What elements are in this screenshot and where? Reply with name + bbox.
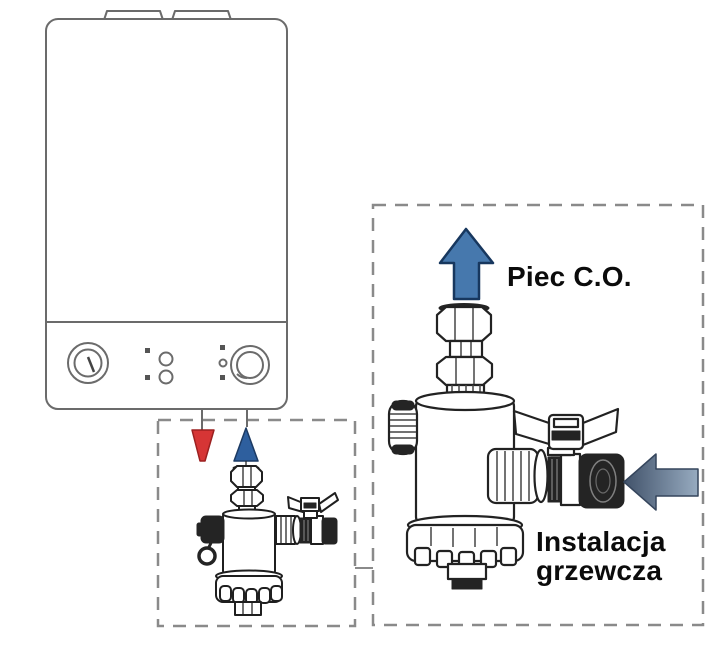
collar-tooth bbox=[232, 587, 245, 604]
blue-up-arrow-large-icon bbox=[438, 227, 495, 301]
label-instalacja-line2: grzewcza bbox=[536, 555, 663, 586]
valve-thread-band bbox=[299, 517, 312, 544]
panel-button bbox=[158, 369, 174, 385]
knob-inner bbox=[236, 351, 264, 379]
end-cap-face-inner bbox=[595, 468, 611, 494]
collar-tooth bbox=[219, 585, 232, 602]
valve-handle-hub-band bbox=[303, 502, 317, 509]
union-nut-top bbox=[435, 305, 493, 343]
label-instalacja-grzewcza: Instalacja grzewcza bbox=[536, 527, 666, 585]
collar-tooth bbox=[499, 546, 518, 567]
valve-handle-left-wing bbox=[512, 409, 551, 446]
nut-neck bbox=[448, 339, 484, 359]
valve-handle-right-wing bbox=[318, 492, 339, 513]
collar-tooth bbox=[258, 587, 271, 604]
hub-top-plate bbox=[552, 417, 580, 429]
magnetic-filter-large bbox=[387, 303, 625, 590]
gauge-outer-ring bbox=[67, 342, 109, 384]
large-detail-dashed-box bbox=[371, 203, 705, 627]
bottom-stub bbox=[446, 562, 488, 581]
drain-valve-nub bbox=[196, 522, 203, 537]
union-nut-top bbox=[230, 465, 263, 488]
boiler bbox=[45, 10, 288, 430]
side-ball-valve bbox=[486, 407, 625, 509]
end-cap-face bbox=[589, 459, 617, 503]
valve-end-cap bbox=[578, 453, 625, 509]
red-flow-down-arrow-icon bbox=[191, 429, 215, 462]
steel-left-arrow-icon bbox=[623, 453, 699, 511]
bottom-plug-nut bbox=[234, 601, 262, 616]
ball-valve-body bbox=[559, 452, 582, 507]
knob-bottom-cap bbox=[391, 444, 415, 455]
filter-body bbox=[222, 512, 276, 575]
panel-indicator-cluster bbox=[145, 348, 174, 385]
collar-tooth bbox=[270, 585, 283, 602]
filter-body-top bbox=[222, 508, 276, 520]
label-instalacja-line1: Instalacja bbox=[536, 526, 666, 557]
indicator-dot bbox=[145, 375, 150, 380]
valve-handle-right-wing bbox=[581, 407, 620, 447]
knob-outer bbox=[230, 345, 270, 385]
label-piec-co: Piec C.O. bbox=[507, 261, 632, 292]
panel-button bbox=[158, 351, 174, 367]
knob-mark bbox=[220, 345, 225, 350]
boiler-body bbox=[45, 18, 288, 410]
union-nut-lower bbox=[435, 355, 494, 387]
indicator-dot bbox=[145, 348, 150, 353]
bottom-stub-thread bbox=[451, 578, 483, 590]
knob-top-cap bbox=[391, 400, 415, 411]
filter-body-top bbox=[414, 390, 516, 412]
knob-mark bbox=[220, 375, 225, 380]
pressure-gauge-icon bbox=[67, 342, 109, 384]
drain-valve-cap bbox=[200, 515, 225, 544]
knob-notch bbox=[236, 373, 248, 380]
small-detail-dashed-box bbox=[156, 418, 357, 628]
drain-hook-loop bbox=[197, 546, 217, 566]
gauge-needle bbox=[86, 356, 96, 373]
control-knob bbox=[218, 345, 270, 385]
collar-tooth bbox=[413, 546, 432, 567]
magnetic-filter-small bbox=[196, 461, 339, 616]
union-washer bbox=[533, 448, 549, 504]
air-vent-knob bbox=[387, 399, 419, 456]
union-nut-lower bbox=[230, 489, 264, 507]
ball-valve-body bbox=[310, 515, 324, 545]
gauge-dial bbox=[73, 348, 103, 378]
valve-end-cap bbox=[321, 517, 338, 545]
knob-mark bbox=[218, 358, 228, 368]
valve-handle-hub-band bbox=[551, 430, 581, 441]
blue-flow-up-arrow-icon bbox=[233, 427, 259, 462]
